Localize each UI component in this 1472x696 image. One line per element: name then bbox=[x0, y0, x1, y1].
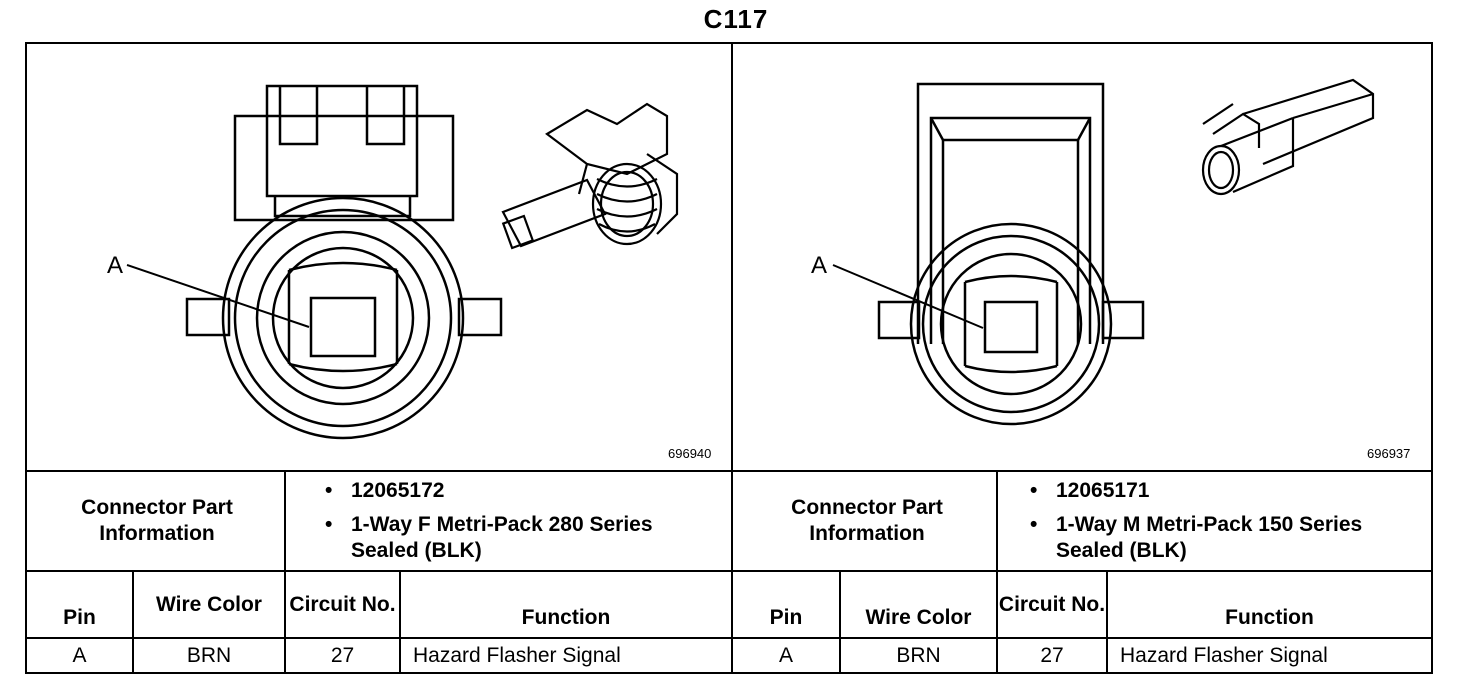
left-header-circuit: Circuit No. bbox=[289, 592, 396, 616]
left-part-number: 12065172 bbox=[351, 479, 445, 502]
left-pin-divider bbox=[132, 570, 134, 672]
left-header-pin: Pin bbox=[63, 606, 96, 629]
bullet-icon: • bbox=[325, 513, 333, 536]
right-part-info: • 12065171 • 1-Way M Metri-Pack 150 Series… bbox=[1030, 478, 1362, 564]
info-bottom-line bbox=[27, 570, 1431, 572]
right-header-function: Function bbox=[1225, 606, 1314, 629]
right-figure-code: 696937 bbox=[1367, 446, 1411, 461]
left-circuit-divider bbox=[399, 570, 401, 672]
right-circuit-divider bbox=[1106, 570, 1108, 672]
right-part-number: 12065171 bbox=[1056, 479, 1150, 502]
left-drawing-panel: A 696940 bbox=[27, 44, 731, 470]
left-figure-code: 696940 bbox=[668, 446, 712, 461]
diagram-title: C117 bbox=[703, 4, 769, 34]
left-info-divider bbox=[284, 470, 286, 672]
right-header-pin: Pin bbox=[769, 606, 803, 629]
right-callout-label: A bbox=[811, 252, 827, 279]
drawing-bottom-line bbox=[27, 470, 1431, 472]
center-divider bbox=[731, 44, 733, 672]
right-row-circuit: 27 bbox=[1040, 643, 1064, 667]
right-row-wire-color: BRN bbox=[896, 643, 941, 667]
right-header-wire-color: Wire Color bbox=[865, 606, 972, 629]
left-row-wire-color: BRN bbox=[186, 643, 232, 667]
header-bottom-line bbox=[27, 637, 1431, 639]
left-header-wire-color: Wire Color bbox=[156, 592, 262, 616]
right-info-divider bbox=[996, 470, 998, 672]
left-row-circuit: 27 bbox=[330, 643, 355, 667]
left-row-pin: A bbox=[72, 643, 87, 667]
right-row-pin: A bbox=[778, 643, 793, 667]
right-row-function: Hazard Flasher Signal bbox=[1120, 643, 1328, 667]
left-row-function: Hazard Flasher Signal bbox=[413, 643, 621, 667]
right-connector-drawing: A bbox=[811, 78, 1375, 426]
left-connector-drawing: A bbox=[107, 84, 679, 440]
right-description-line2: Sealed (BLK) bbox=[1056, 539, 1187, 562]
bullet-icon: • bbox=[1030, 513, 1038, 536]
left-info-label: Connector Part Information bbox=[81, 496, 233, 545]
connector-frame: A 696940 bbox=[25, 42, 1433, 674]
bullet-icon: • bbox=[325, 479, 333, 502]
left-callout-label: A bbox=[107, 252, 123, 279]
left-description-line1: 1-Way F Metri-Pack 280 Series bbox=[351, 513, 653, 536]
right-drawing-panel: A 696937 bbox=[733, 44, 1433, 470]
right-description-line1: 1-Way M Metri-Pack 150 Series bbox=[1056, 513, 1363, 536]
right-pin-divider bbox=[839, 570, 841, 672]
right-info-label: Connector Part Information bbox=[791, 496, 943, 545]
left-header-function: Function bbox=[521, 606, 611, 629]
right-header-circuit: Circuit No. bbox=[998, 592, 1106, 616]
left-part-info: • 12065172 • 1-Way F Metri-Pack 280 Series… bbox=[325, 478, 653, 564]
left-description-line2: Sealed (BLK) bbox=[351, 539, 482, 562]
bullet-icon: • bbox=[1030, 479, 1038, 502]
